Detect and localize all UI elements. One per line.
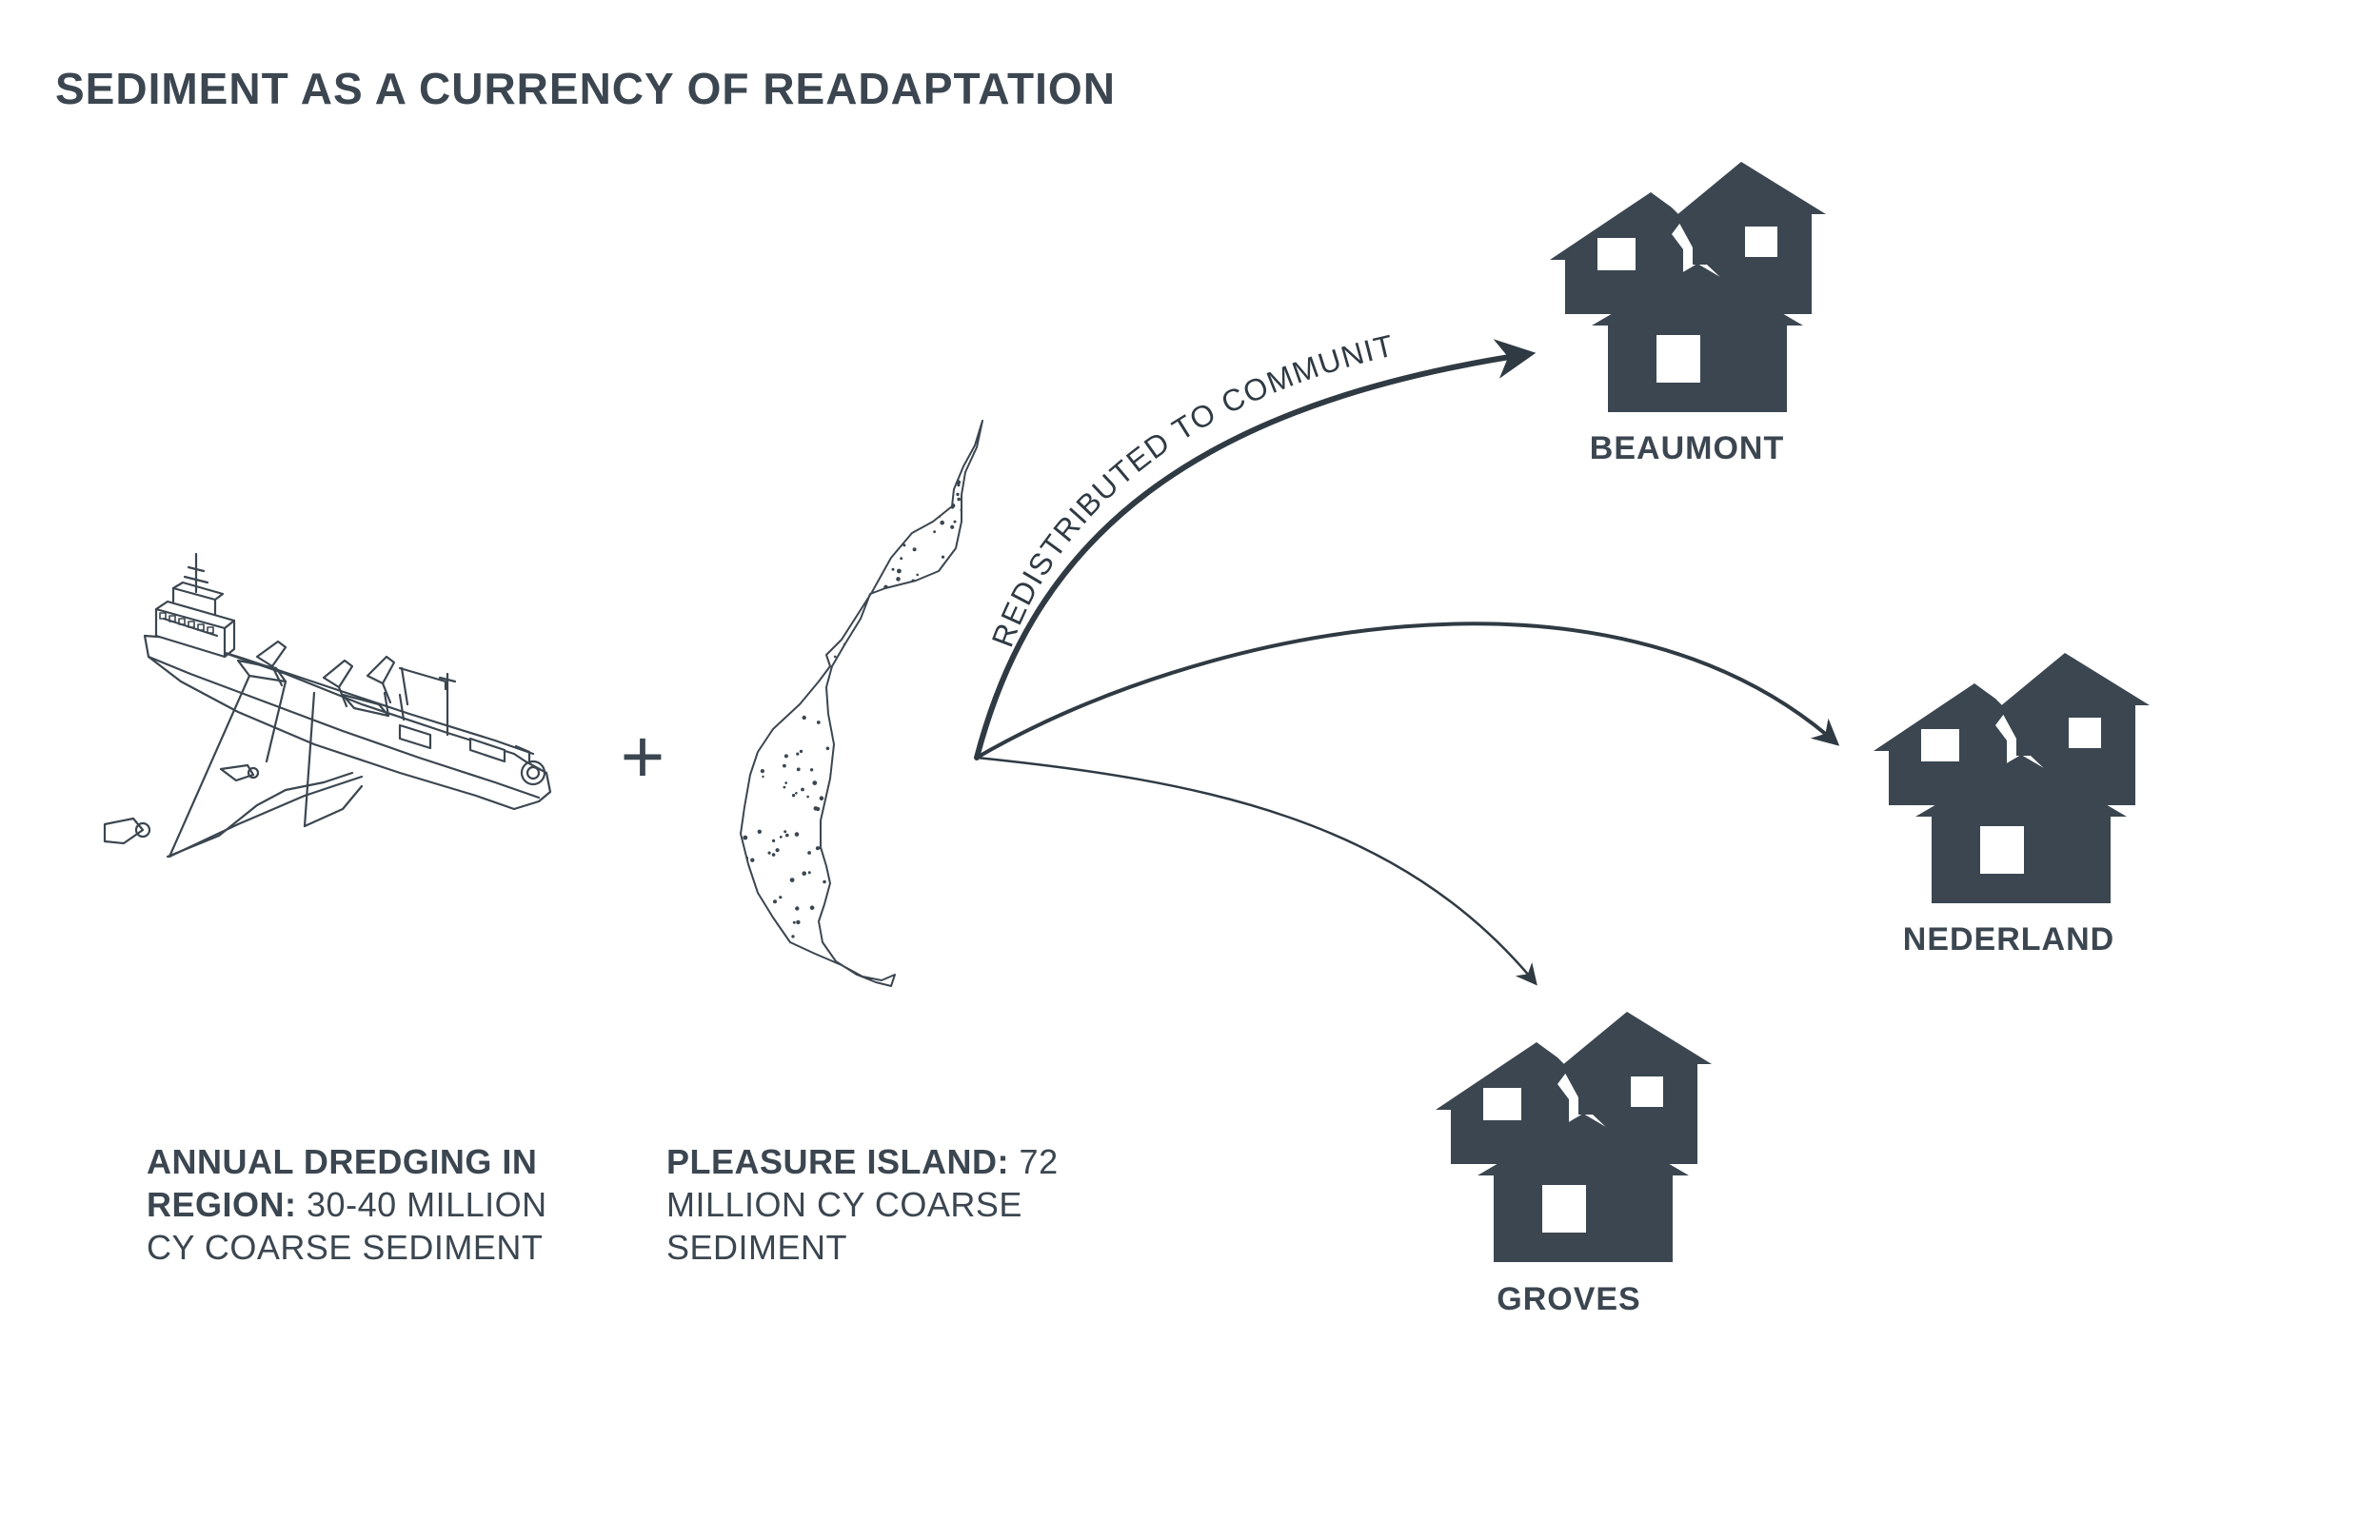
dredging-ship-icon <box>103 552 552 859</box>
arrow-to-nederland <box>975 622 1840 760</box>
community-label-nederland: NEDERLAND <box>1902 921 2115 958</box>
redistributed-label: REDISTRIBUTED TO COMMUNITIES <box>0 0 1398 651</box>
community-label-groves: GROVES <box>1497 1281 1641 1317</box>
dredging-caption-text: 30-40 MILLION CY COARSE SEDIMENT <box>147 1185 547 1267</box>
houses-icon-beaumont <box>1550 162 1826 412</box>
dredging-caption-bold: ANNUAL DREDGING IN REGION: <box>147 1142 538 1224</box>
community-label-beaumont: BEAUMONT <box>1589 430 1785 466</box>
houses-icon-nederland <box>1874 653 2150 903</box>
island-caption-bold: PLEASURE ISLAND: <box>666 1142 1010 1181</box>
plus-operator: + <box>621 714 665 799</box>
arrow-to-beaumont <box>974 339 1537 760</box>
island-icon <box>740 420 983 987</box>
arrow-to-groves <box>975 756 1537 986</box>
dredging-caption: ANNUAL DREDGING IN REGION: 30-40 MILLION… <box>147 1140 565 1269</box>
distribution-arrows <box>974 339 1840 986</box>
island-caption-text: 72 MILLION CY COARSE SEDIMENT <box>666 1142 1059 1267</box>
page-title: SEDIMENT AS A CURRENCY OF READAPTATION <box>55 64 1116 113</box>
houses-icon-groves <box>1436 1012 1712 1262</box>
island-caption: PLEASURE ISLAND: 72 MILLION CY COARSE SE… <box>666 1140 1066 1269</box>
